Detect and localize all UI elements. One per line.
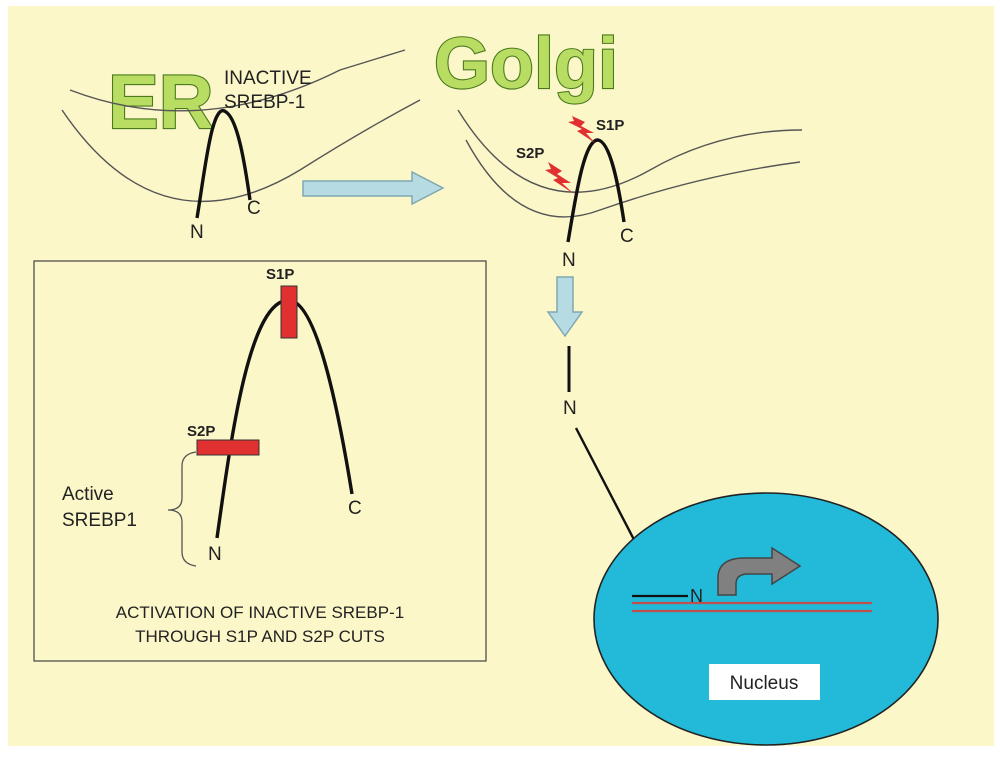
nucleus-n-terminus: N [690,586,703,606]
golgi-srebp-protein [566,138,626,243]
inset-s2p-label: S2P [187,423,215,440]
inset-s1p-label: S1P [266,266,294,283]
inset-s2p-cut [196,439,260,456]
er-c-terminus: C [247,198,261,219]
nucleus-label-box [709,664,820,700]
active-fragment-brace [167,451,197,567]
golgi-n-terminus: N [562,250,576,271]
inset-s1p-cut [280,285,298,339]
golgi-membrane-outer [457,109,803,193]
er-n-terminus: N [190,222,204,243]
er-membrane-inner [61,99,421,203]
er-membrane-outer [69,49,406,112]
golgi-title: Golgi [434,24,618,104]
er-srebp-protein [195,108,252,219]
inset-caption-2: THROUGH S1P AND S2P CUTS [135,627,385,646]
s2p-lightning-icon [545,162,574,194]
golgi-c-terminus: C [620,226,634,247]
inset-active-label-1: Active [62,484,114,505]
nucleus-section: N Nucleus [593,492,939,746]
er-protein-label-2: SREBP-1 [224,92,305,113]
er-to-golgi-arrow [302,170,445,206]
nucleus-body [593,492,939,746]
transcription-arrow-icon [717,546,802,596]
golgi-to-release-arrow [546,276,584,338]
s1p-lightning-icon [568,116,595,143]
inset-panel: S1P S2P Active SREBP1 N C ACTIVATION OF … [33,260,487,662]
golgi-membrane-inner [465,139,801,218]
er-protein-label-1: INACTIVE [224,68,312,89]
inset-n-terminus: N [208,544,222,565]
inset-c-terminus: C [348,498,362,519]
inset-active-label-2: SREBP1 [62,510,137,531]
nucleus-label: Nucleus [730,673,799,694]
er-title: ER [108,60,214,145]
inset-frame [33,260,487,662]
er-section: ER INACTIVE SREBP-1 N C [61,49,421,243]
released-n-terminus: N [563,398,577,419]
golgi-s1p-label: S1P [596,117,624,134]
inset-caption-1: ACTIVATION OF INACTIVE SREBP-1 [116,603,404,622]
golgi-s2p-label: S2P [516,145,544,162]
golgi-section: Golgi S1P S2P N C [433,23,803,271]
